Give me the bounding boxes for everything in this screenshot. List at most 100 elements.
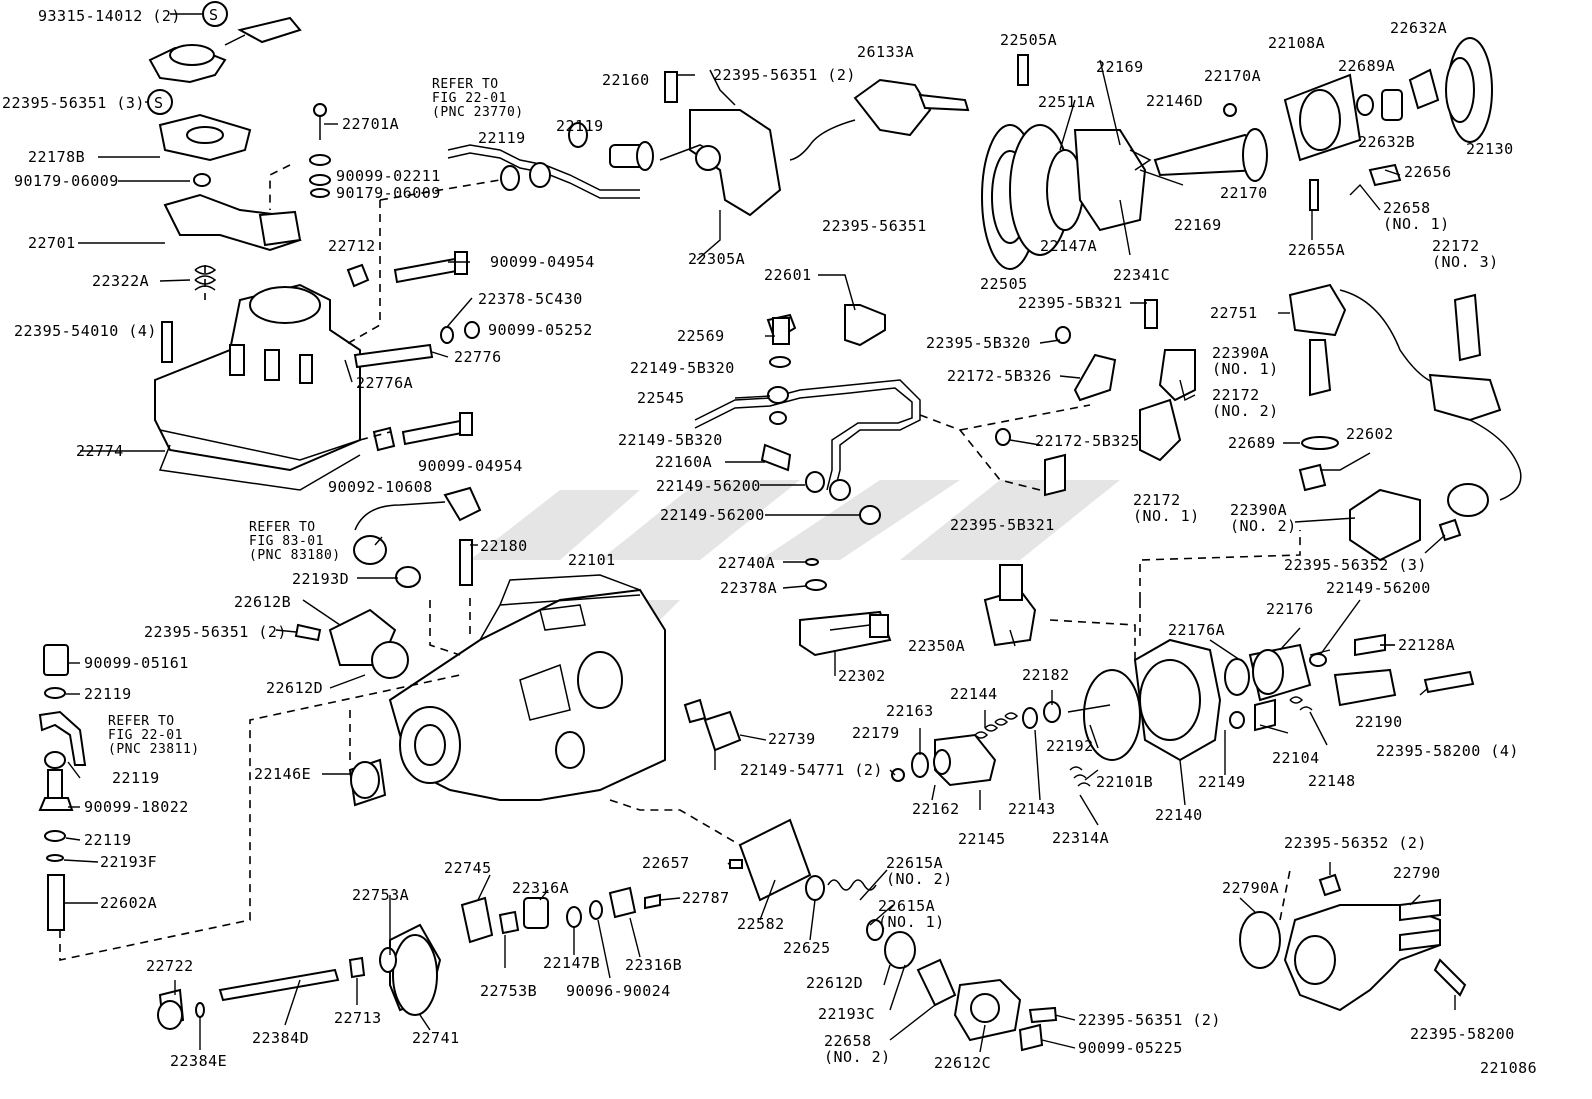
part-label: 22190 [1355,713,1403,731]
part-label: 22350A [908,637,966,655]
solenoid-valve-group [683,558,892,752]
lower-right-group [983,564,1467,1012]
part-label: 22143 [1008,800,1056,818]
part-label: 22701A [342,115,400,133]
fasteners-group [309,103,480,452]
part-label: 22384D [252,1029,310,1047]
part-label: 22395-56351 (2) [1078,1011,1221,1029]
part-label: 22395-56352 (2) [1284,834,1427,852]
part-label: 22505 [980,275,1028,293]
part-label: 22176A [1168,621,1226,639]
part-label: 22149-5B320 [618,431,723,449]
part-label: 22395-58200 [1410,1025,1515,1043]
part-label: 22612D [806,974,864,992]
part-label: 22390A (NO. 1) [1212,344,1279,378]
part-label: 22146D [1146,92,1204,110]
part-label: 22395-56351 (3) [2,94,145,112]
part-label: 22745 [444,859,492,877]
part-label: 22170A [1204,67,1262,85]
part-label: 22658 (NO. 2) [824,1032,891,1066]
part-label: 22395-56351 (2) [144,623,287,641]
part-label: 22193D [292,570,350,588]
part-label: 22193F [100,853,158,871]
part-label: 22582 [737,915,785,933]
part-label: 22378A [720,579,778,597]
part-label: 22130 [1466,140,1514,158]
part-label: 22101B [1096,773,1154,791]
part-label: 22753B [480,982,538,1000]
part-label: 22569 [677,327,725,345]
part-label: 22163 [886,702,934,720]
part-label: 22172 (NO. 1) [1133,491,1200,525]
part-label: 90099-04954 [490,253,595,271]
part-label: REFER TO FIG 83-01 (PNC 83180) [249,520,341,563]
part-label: 22119 [478,129,526,147]
part-label: 22602 [1346,425,1394,443]
figure-number: 221086 [1480,1059,1538,1077]
part-label: 22128A [1398,636,1456,654]
part-label: 90099-05161 [84,654,189,672]
part-label: 22701 [28,234,76,252]
part-label: 22689 [1228,434,1276,452]
part-label: 22378-5C430 [478,290,583,308]
part-label: 22511A [1038,93,1096,111]
part-label: 90099-02211 [336,167,441,185]
part-label: 22144 [950,685,998,703]
part-label: 22182 [1022,666,1070,684]
part-label: 22316B [625,956,683,974]
governor-cover-group [147,1,361,491]
part-label: 22632A [1390,19,1448,37]
part-label: 22149-5B320 [630,359,735,377]
part-label: 22625 [783,939,831,957]
part-label: 22612C [934,1054,992,1072]
part-label: 22655A [1288,241,1346,259]
part-label: 22149-54771 (2) [740,761,883,779]
part-label: 22776 [454,348,502,366]
part-label: 22787 [682,889,730,907]
part-label: 22316A [512,879,570,897]
part-label: REFER TO FIG 22-01 (PNC 23811) [108,714,200,757]
part-label: 22172-5B325 [1035,432,1140,450]
part-label: 22741 [412,1029,460,1047]
part-label: 22713 [334,1009,382,1027]
part-label: 22612B [234,593,292,611]
part-label: 22149-56200 [1326,579,1431,597]
part-label: 22395-54010 (4) [14,322,157,340]
part-label: 22615A (NO. 1) [878,897,945,931]
part-label: 22180 [480,537,528,555]
part-label: 22657 [642,854,690,872]
part-label: 22169 [1174,216,1222,234]
part-label: 22505A [1000,31,1058,49]
part-label: 22302 [838,667,886,685]
fuel-pipe-group [447,122,654,199]
part-label: 22192 [1046,737,1094,755]
part-label: 22140 [1155,806,1203,824]
part-label: 22545 [637,389,685,407]
part-label: 22739 [768,730,816,748]
part-label: 90179-06009 [336,184,441,202]
part-label: 22658 (NO. 1) [1383,199,1450,233]
part-label: 22149-56200 [660,506,765,524]
part-label: 22601 [764,266,812,284]
part-label: 22751 [1210,304,1258,322]
part-label: 22632B [1358,133,1416,151]
sensor-cable-group [995,283,1522,562]
part-label: 22322A [92,272,150,290]
part-label: 22341C [1113,266,1171,284]
pump-body-group [388,574,666,801]
part-label: 22193C [818,1005,876,1023]
part-label: 22148 [1308,772,1356,790]
part-label: 22119 [84,831,132,849]
part-label: 22395-56351 (2) [713,66,856,84]
part-label: 22179 [852,724,900,742]
part-label: 90179-06009 [14,172,119,190]
part-label: 22172-5B326 [947,367,1052,385]
part-label: 22753A [352,886,410,904]
part-label: 22172 (NO. 2) [1212,386,1279,420]
part-label: 22395-5B320 [926,334,1031,352]
part-label: 90092-10608 [328,478,433,496]
part-label: 22395-56351 [822,217,927,235]
assembly-lines [59,164,1301,961]
